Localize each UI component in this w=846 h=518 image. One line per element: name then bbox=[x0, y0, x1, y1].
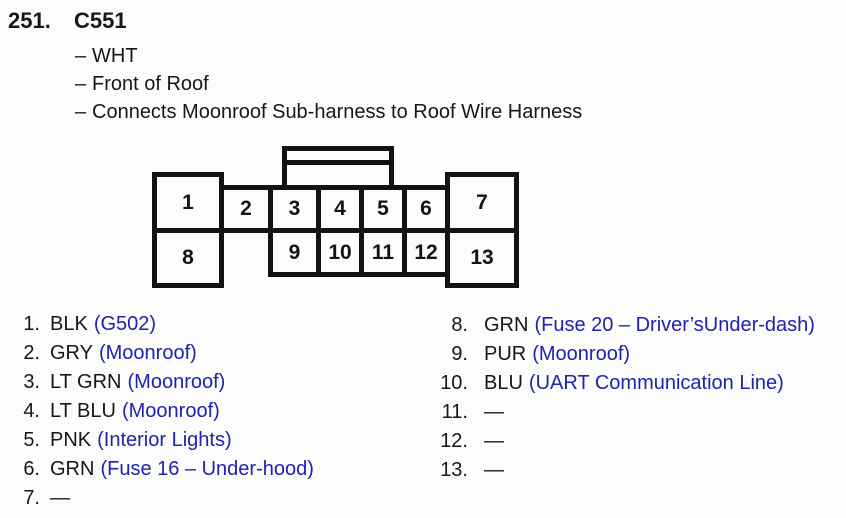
pin-number: 9. bbox=[451, 343, 468, 365]
pin-number: 11. bbox=[441, 401, 468, 423]
pin-number: 3. bbox=[23, 371, 40, 393]
wire-destination-link: (Moonroof) bbox=[98, 342, 197, 364]
wire-color: GRY bbox=[50, 342, 93, 364]
wire-color: — bbox=[484, 401, 504, 423]
dash-bullet: – bbox=[75, 45, 87, 67]
connector-block-1-8: 1 8 bbox=[152, 172, 224, 288]
connector-details: –WHT –Front of Roof –Connects Moonroof S… bbox=[75, 42, 582, 126]
wire-destination-link: (Fuse 20 – Driver’sUnder-dash) bbox=[534, 314, 815, 336]
cavity-6: 6 bbox=[402, 190, 445, 228]
cavity-4: 4 bbox=[316, 190, 359, 228]
wire-destination-link: (Moonroof) bbox=[121, 400, 220, 422]
item-number: 251. bbox=[8, 8, 51, 33]
wire-destination-link: (G502) bbox=[93, 313, 157, 335]
wire-color: BLK bbox=[50, 313, 88, 335]
detail-function-text: Connects Moonroof Sub-harness to Roof Wi… bbox=[92, 101, 583, 123]
wire-destination-link: (UART Communication Line) bbox=[528, 372, 784, 394]
detail-function: –Connects Moonroof Sub-harness to Roof W… bbox=[75, 98, 582, 126]
pin-number: 8. bbox=[451, 314, 468, 336]
pin-number: 1. bbox=[23, 313, 40, 335]
pin-row-4: 4. LT BLU(Moonroof) bbox=[14, 397, 314, 426]
pin-number: 12. bbox=[440, 430, 468, 452]
wire-color: — bbox=[484, 459, 504, 481]
dash-bullet: – bbox=[75, 73, 87, 95]
pin-list-right: 8. GRN(Fuse 20 – Driver’sUnder-dash) 9. PU… bbox=[430, 311, 815, 485]
pin-row-7: 7. — bbox=[14, 484, 314, 513]
cavity-5: 5 bbox=[359, 190, 402, 228]
pin-number: 5. bbox=[23, 429, 40, 451]
cavity-1: 1 bbox=[157, 177, 219, 233]
cavity-2: 2 bbox=[219, 185, 273, 233]
cavity-10: 10 bbox=[316, 228, 359, 272]
dash-bullet: – bbox=[75, 101, 87, 123]
connector-block-3-12: 3 4 5 6 9 10 11 12 bbox=[268, 185, 450, 277]
cavity-8: 8 bbox=[182, 246, 194, 269]
wire-destination-link: (Interior Lights) bbox=[97, 429, 232, 451]
pin-number: 4. bbox=[23, 400, 40, 422]
pin-number: 6. bbox=[23, 458, 40, 480]
cavity-12: 12 bbox=[402, 228, 445, 272]
cavity-7: 7 bbox=[450, 177, 514, 233]
cavity-13: 13 bbox=[470, 246, 494, 269]
connector-latch-tab bbox=[282, 146, 394, 185]
pin-row-5: 5. PNK(Interior Lights) bbox=[14, 426, 314, 455]
wire-color: LT BLU bbox=[50, 400, 116, 422]
page-title: 251. C551 bbox=[8, 8, 127, 34]
wire-color: BLU bbox=[484, 372, 523, 394]
wire-color: GRN bbox=[50, 458, 95, 480]
connector-id: C551 bbox=[74, 8, 127, 33]
pin-row-8: 8. GRN(Fuse 20 – Driver’sUnder-dash) bbox=[430, 311, 815, 340]
detail-location: –Front of Roof bbox=[75, 70, 582, 98]
cavity-11: 11 bbox=[359, 228, 402, 272]
pin-row-12: 12. — bbox=[430, 427, 815, 456]
detail-color: –WHT bbox=[75, 42, 582, 70]
pin-list-left: 1.BLK(G502) 2.GRY(Moonroof) 3.LT GRN(Moo… bbox=[14, 310, 314, 513]
wire-destination-link: (Moonroof) bbox=[532, 343, 631, 365]
wire-color: PUR bbox=[484, 343, 527, 365]
cavity-3: 3 bbox=[288, 197, 301, 220]
pin-row-10: 10. BLU(UART Communication Line) bbox=[430, 369, 815, 398]
wire-color: — bbox=[50, 487, 70, 509]
cavity-9: 9 bbox=[273, 228, 316, 272]
pin-number: 13. bbox=[440, 459, 468, 481]
pin-number: 7. bbox=[23, 487, 40, 509]
wire-color: LT GRN bbox=[50, 371, 122, 393]
pin-number: 2. bbox=[23, 342, 40, 364]
wire-color: — bbox=[484, 430, 504, 452]
pin-row-13: 13. — bbox=[430, 456, 815, 485]
latch-tab-line bbox=[287, 160, 389, 165]
detail-location-text: Front of Roof bbox=[92, 73, 209, 95]
pin-row-9: 9. PUR(Moonroof) bbox=[430, 340, 815, 369]
pin-row-3: 3. LT GRN(Moonroof) bbox=[14, 368, 314, 397]
detail-color-text: WHT bbox=[92, 45, 138, 67]
wire-color: PNK bbox=[50, 429, 92, 451]
pin-row-11: 11. — bbox=[430, 398, 815, 427]
pin-row-1: 1. BLK(G502) bbox=[14, 310, 314, 339]
wire-destination-link: (Fuse 16 – Under-hood) bbox=[100, 458, 314, 480]
pin-number: 10. bbox=[440, 372, 468, 394]
pin-row-6: 6. GRN(Fuse 16 – Under-hood) bbox=[14, 455, 314, 484]
wire-destination-link: (Moonroof) bbox=[127, 371, 226, 393]
wire-color: GRN bbox=[484, 314, 529, 336]
pin-row-2: 2. GRY(Moonroof) bbox=[14, 339, 314, 368]
connector-block-7-13: 7 13 bbox=[445, 172, 519, 288]
